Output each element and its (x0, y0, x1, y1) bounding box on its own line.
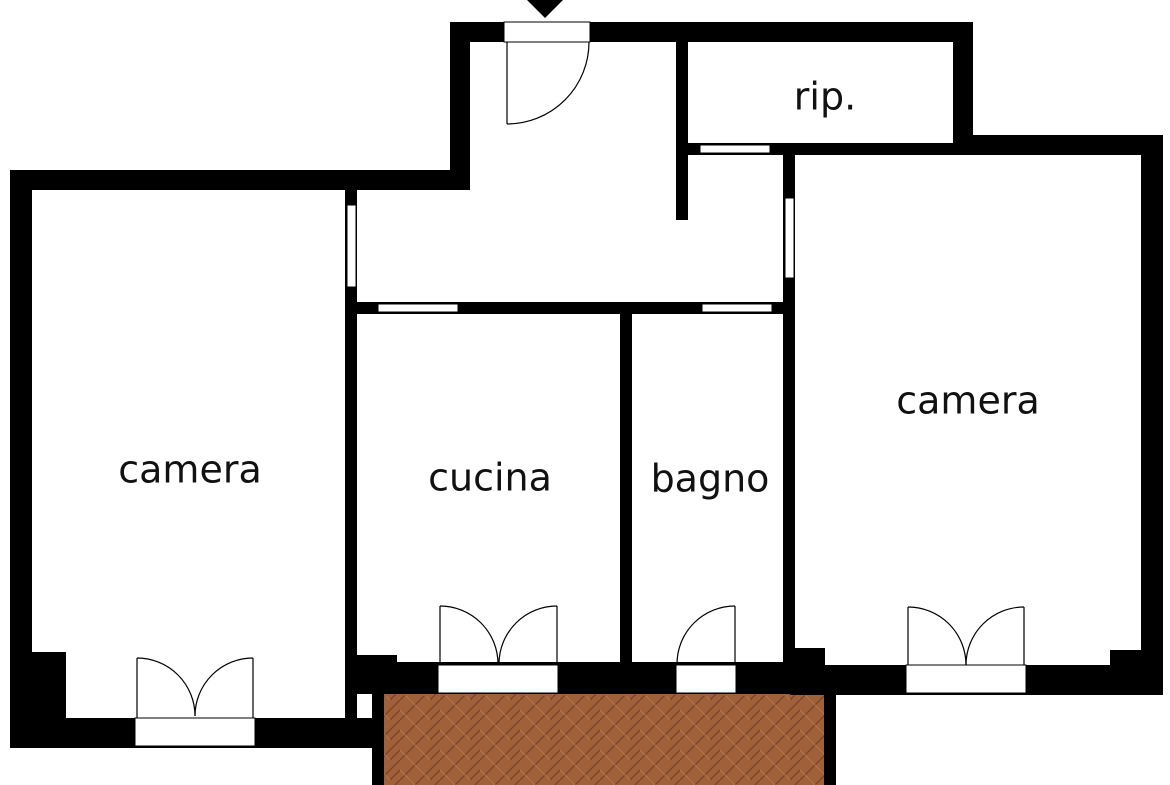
door-bagno (676, 605, 736, 665)
room-label-camera-right: camera (896, 379, 1039, 423)
room-label-cucina: cucina (428, 456, 552, 500)
terrace (383, 693, 826, 785)
terrace-wall-right (824, 693, 836, 785)
room-label-camera-left: camera (118, 448, 261, 492)
room-label-ripostiglio: rip. (794, 75, 856, 119)
entrance-arrow-icon (527, 0, 563, 18)
door-camera-right (907, 606, 1025, 666)
entrance-door (506, 41, 590, 125)
openings (134, 21, 1027, 747)
door-camera-left (136, 657, 254, 718)
room-label-bagno: bagno (651, 457, 770, 501)
door-cucina (439, 605, 558, 665)
